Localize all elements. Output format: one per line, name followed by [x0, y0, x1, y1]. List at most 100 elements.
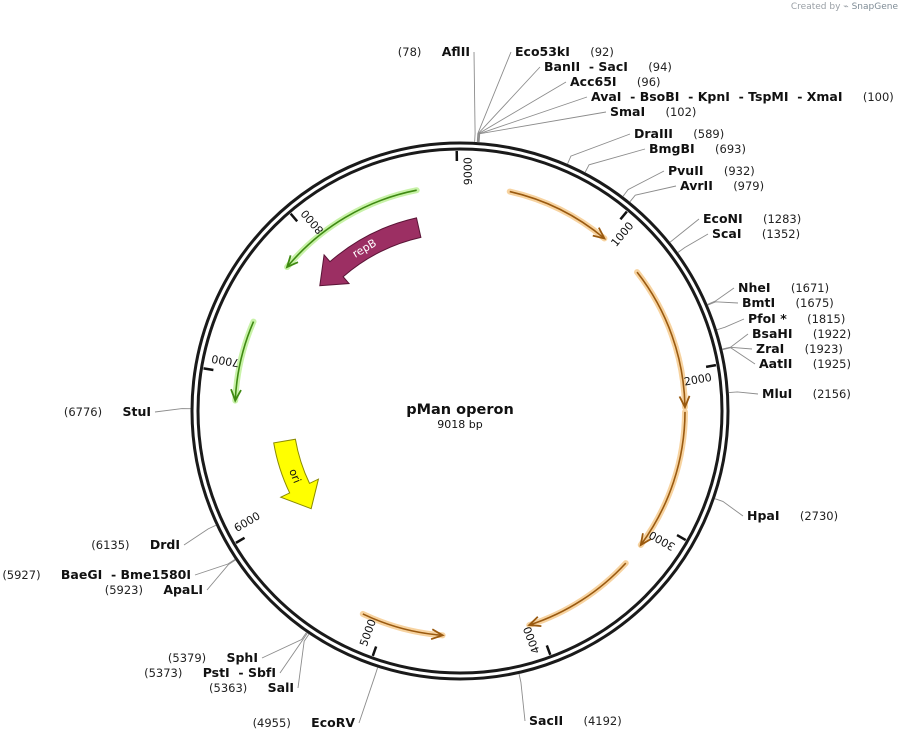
- restriction-site-label[interactable]: BanII - SacI (94): [544, 56, 672, 75]
- site-enzyme-name: PfoI *: [748, 311, 787, 326]
- site-enzyme-name: BmgBI: [649, 141, 695, 156]
- site-separator: -: [621, 89, 639, 104]
- site-enzyme-name: AvaI: [591, 89, 621, 104]
- site-position: (2730): [800, 509, 838, 523]
- feature-line: [640, 411, 686, 546]
- restriction-site-label[interactable]: (5927) BaeGI - Bme1580I: [2, 564, 191, 583]
- site-enzyme-name: EcoRV: [311, 715, 355, 730]
- site-position: (5373): [144, 666, 182, 680]
- site-gap: [421, 41, 441, 60]
- restriction-site-label[interactable]: (5373) PstI - SbfI: [144, 662, 276, 681]
- restriction-site-label[interactable]: HpaI (2730): [747, 505, 838, 524]
- restriction-site-label[interactable]: (78) AflII: [398, 41, 470, 60]
- restriction-site-label[interactable]: Acc65I (96): [570, 71, 661, 90]
- site-enzyme-name: NheI: [738, 280, 771, 295]
- site-enzyme-name: SacI: [598, 59, 628, 74]
- site-position: (2156): [813, 387, 851, 401]
- site-leader-line: [477, 81, 567, 143]
- site-enzyme-name: StuI: [122, 404, 151, 419]
- feature-line: [286, 189, 417, 268]
- restriction-site-label[interactable]: BsaHI (1922): [752, 323, 851, 342]
- site-position: (1815): [807, 312, 845, 326]
- site-leader-line: [722, 347, 756, 365]
- restriction-site-label[interactable]: EcoNI (1283): [703, 208, 801, 227]
- site-leader-line: [629, 185, 677, 203]
- site-leader-line: [473, 51, 476, 142]
- site-enzyme-name: KpnI: [698, 89, 730, 104]
- site-position: (5927): [2, 568, 40, 582]
- restriction-site-label[interactable]: AvaI - BsoBI - KpnI - TspMI - XmaI (100): [591, 86, 894, 105]
- tick-label: 4000: [521, 625, 543, 656]
- restriction-site-label[interactable]: PfoI * (1815): [748, 308, 845, 327]
- restriction-site-label[interactable]: NheI (1671): [738, 277, 829, 296]
- site-position: (94): [648, 60, 672, 74]
- restriction-site-label[interactable]: AvrII (979): [680, 175, 764, 194]
- restriction-site-label[interactable]: AatII (1925): [759, 353, 851, 372]
- restriction-site-label[interactable]: MluI (2156): [762, 383, 851, 402]
- restriction-site-label[interactable]: ScaI (1352): [712, 223, 800, 242]
- site-enzyme-name: ScaI: [712, 226, 742, 241]
- site-gap: [792, 383, 812, 402]
- plasmid-length: 9018 bp: [437, 418, 482, 431]
- restriction-site-label[interactable]: BmgBI (693): [649, 138, 746, 157]
- tick-label: 9000: [462, 157, 475, 185]
- restriction-site-label[interactable]: SmaI (102): [610, 101, 696, 120]
- restriction-site-label[interactable]: (6135) DrdI: [91, 534, 180, 553]
- restriction-site-label[interactable]: (6776) StuI: [64, 401, 151, 420]
- site-enzyme-name: DraIII: [634, 126, 673, 141]
- site-leader-line: [206, 559, 236, 591]
- tick-mark: [289, 212, 299, 223]
- feature-halo: [637, 408, 688, 548]
- site-enzyme-name: BsaHI: [752, 326, 793, 341]
- site-enzyme-name: SmaI: [610, 104, 645, 119]
- site-leader-line: [478, 111, 607, 143]
- tick-mark: [545, 645, 552, 656]
- tick-label: 5000: [357, 617, 379, 648]
- plasmid-backbone: [190, 141, 730, 681]
- site-leader-line: [584, 148, 646, 173]
- feature-line: [636, 271, 686, 408]
- tick-mark: [676, 534, 687, 542]
- restriction-site-label[interactable]: ZraI (1923): [756, 338, 843, 357]
- site-position: (693): [715, 142, 746, 156]
- feature-arrowhead: [285, 255, 299, 269]
- site-enzyme-name: ApaLI: [163, 582, 203, 597]
- site-leader-line: [669, 218, 700, 243]
- tick-label: 3000: [647, 528, 678, 553]
- site-enzyme-name: MluI: [762, 386, 792, 401]
- site-leader-line: [279, 632, 308, 674]
- site-enzyme-name: Acc65I: [570, 74, 617, 89]
- site-position: (979): [733, 179, 764, 193]
- site-leader-line: [728, 391, 759, 395]
- credit-prefix: Created by: [790, 2, 841, 12]
- restriction-site-label[interactable]: PvuII (932): [668, 160, 755, 179]
- tick-mark: [203, 367, 214, 372]
- restriction-site-label[interactable]: SacII (4192): [529, 710, 622, 729]
- site-position: (932): [724, 164, 755, 178]
- site-enzyme-name: BsoBI: [640, 89, 680, 104]
- site-gap: [130, 534, 150, 553]
- site-leader-line: [714, 498, 744, 517]
- site-separator: -: [679, 89, 697, 104]
- restriction-site-label[interactable]: DraIII (589): [634, 123, 724, 142]
- restriction-site-label[interactable]: (5379) SphI: [168, 647, 258, 666]
- feature-line: [528, 562, 627, 626]
- site-enzyme-name: Bme1580I: [121, 567, 191, 582]
- restriction-site-label[interactable]: Eco53kI (92): [515, 41, 614, 60]
- feature-halo: [526, 560, 629, 629]
- site-gap: [673, 123, 693, 142]
- site-gap: [713, 175, 733, 194]
- site-separator: -: [102, 567, 120, 582]
- site-enzyme-name: SphI: [226, 650, 258, 665]
- site-position: (1925): [813, 357, 851, 371]
- site-position: (1675): [796, 296, 834, 310]
- restriction-site-label[interactable]: (5923) ApaLI: [105, 579, 203, 598]
- restriction-site-label[interactable]: (4955) EcoRV: [253, 712, 356, 731]
- site-leader-line: [358, 667, 379, 724]
- restriction-site-label[interactable]: BmtI (1675): [742, 292, 834, 311]
- site-position: (1671): [791, 281, 829, 295]
- restriction-site-label[interactable]: (5363) SalI: [209, 677, 294, 696]
